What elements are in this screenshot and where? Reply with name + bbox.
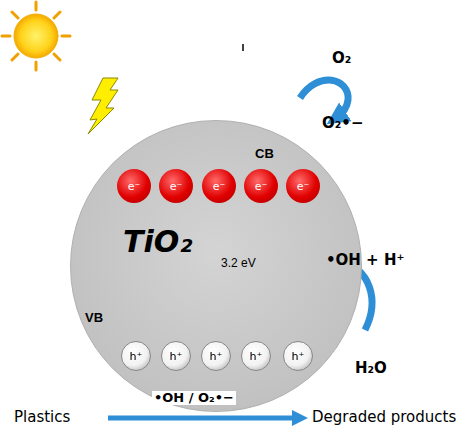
electron: e⁻ xyxy=(244,169,278,203)
hole-label: h⁺ xyxy=(210,351,223,362)
hole-label: h⁺ xyxy=(250,351,263,362)
product: O₂•− xyxy=(322,115,363,132)
electron-label: e⁻ xyxy=(170,181,183,192)
reagent-label: •OH / O₂•− xyxy=(152,391,236,405)
electron-label: e⁻ xyxy=(297,181,310,192)
hole: h⁺ xyxy=(201,341,231,371)
electron-label: e⁻ xyxy=(128,181,141,192)
reduction-arrow xyxy=(300,80,348,118)
hole: h⁺ xyxy=(121,341,151,371)
reactant: H₂O xyxy=(355,360,387,377)
electron-label: e⁻ xyxy=(213,181,226,192)
product: Degraded products xyxy=(312,409,456,426)
degradation-arrow xyxy=(108,416,300,421)
band-label: VB xyxy=(85,311,103,325)
hole: h⁺ xyxy=(161,341,191,371)
electron: e⁻ xyxy=(117,169,151,203)
electron: e⁻ xyxy=(159,169,193,203)
hole: h⁺ xyxy=(241,341,271,371)
semiconductor-particle: TiO₂ 3.2 eV CB VB e⁻ e⁻ e⁻ e⁻ e⁻ h⁺ h⁺ h⁺ h⁺ h⁺ xyxy=(70,120,362,412)
electron: e⁻ xyxy=(202,169,236,203)
electron-label: e⁻ xyxy=(255,181,268,192)
tick-mark xyxy=(242,44,244,51)
reactant: Plastics xyxy=(14,409,70,426)
material-name: TiO₂ xyxy=(123,225,192,258)
hole-label: h⁺ xyxy=(170,351,183,362)
band-label: CB xyxy=(255,147,274,161)
sun xyxy=(2,2,70,70)
hole-label: h⁺ xyxy=(292,351,305,362)
lightning-bolt xyxy=(88,78,118,134)
hole-label: h⁺ xyxy=(130,351,143,362)
product: •OH + H⁺ xyxy=(326,252,404,269)
electron: e⁻ xyxy=(286,169,320,203)
reactant: O₂ xyxy=(332,50,351,67)
band-gap-value: 3.2 eV xyxy=(221,257,256,270)
hole: h⁺ xyxy=(283,341,313,371)
